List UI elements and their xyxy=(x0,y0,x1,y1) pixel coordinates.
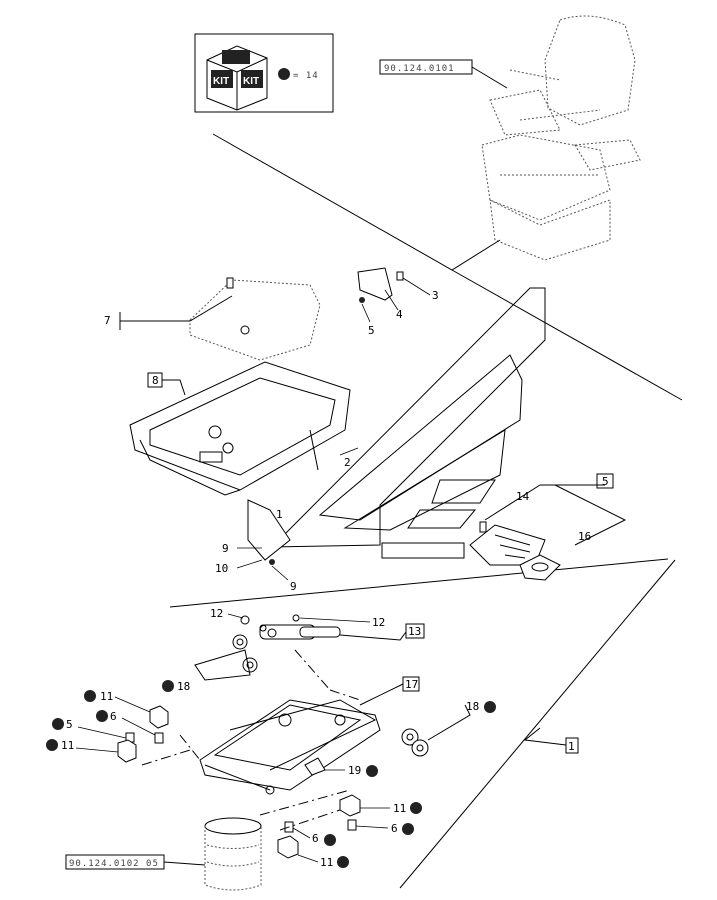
callout-17: 17 xyxy=(405,678,418,691)
seat-frame: 8 2 1 9 10 9 xyxy=(129,361,359,593)
kit-label-left: KIT xyxy=(213,76,229,87)
callout-10: 10 xyxy=(215,562,228,575)
kit-box: KIT KIT = 14 xyxy=(194,33,334,113)
seat-ref-label: 90.124.0101 xyxy=(384,64,455,74)
divider-line-right xyxy=(451,269,683,401)
callout-11-b: 11 xyxy=(61,739,74,752)
cover-plate: 7 xyxy=(104,277,321,361)
callout-1-frame: 1 xyxy=(276,508,283,521)
callout-11-a: 11 xyxy=(100,690,113,703)
callout-9-right: 9 xyxy=(290,580,297,593)
bushings-group: 11 6 5 11 11 6 6 11 xyxy=(46,649,422,869)
control-module: 5 14 16 xyxy=(469,473,627,581)
callout-6-b: 6 xyxy=(391,822,398,835)
callout-18-left: 18 xyxy=(177,680,190,693)
seat-reference: 90.124.0101 xyxy=(379,15,641,261)
gas-spring: 12 12 13 xyxy=(210,607,425,641)
leader-1 xyxy=(523,727,567,746)
bracket-group: 3 4 5 xyxy=(357,267,439,337)
callout-6-a: 6 xyxy=(110,710,117,723)
callout-9-left: 9 xyxy=(222,542,229,555)
callout-11-c: 11 xyxy=(393,802,406,815)
scissor-base: 17 19 xyxy=(199,676,420,795)
rollers: 18 18 xyxy=(162,634,496,757)
seat-outline-icon xyxy=(481,15,641,261)
callout-4: 4 xyxy=(396,308,403,321)
air-spring-ref-label: 90.124.0102 05 xyxy=(69,859,159,869)
callout-12-left: 12 xyxy=(210,607,223,620)
kit-bullet-icon xyxy=(278,68,290,80)
kit-package-icon: KIT KIT xyxy=(206,45,268,111)
callout-13: 13 xyxy=(408,625,421,638)
divider-line-bottom xyxy=(399,559,676,889)
air-spring: 90.124.0102 05 xyxy=(65,817,262,891)
section-chevrons xyxy=(270,287,546,559)
callout-5-module: 5 xyxy=(602,475,609,488)
callout-5-top: 5 xyxy=(368,324,375,337)
callout-5-lower: 5 xyxy=(66,718,73,731)
kit-label-right: KIT xyxy=(243,76,259,87)
callout-18-right: 18 xyxy=(466,700,479,713)
callout-11-d: 11 xyxy=(320,856,333,869)
callout-6-c: 6 xyxy=(312,832,319,845)
callout-1: 1 xyxy=(568,740,575,753)
callout-14: 14 xyxy=(516,490,530,503)
divider-line-middle xyxy=(169,558,669,608)
callout-3: 3 xyxy=(432,289,439,302)
kit-equals: = 14 xyxy=(293,71,319,81)
divider-line-top xyxy=(212,133,501,271)
callout-8: 8 xyxy=(152,374,159,387)
callout-19: 19 xyxy=(348,764,361,777)
callout-12-right: 12 xyxy=(372,616,385,629)
callout-16: 16 xyxy=(578,530,591,543)
callout-7: 7 xyxy=(104,314,111,327)
callout-2: 2 xyxy=(344,456,351,469)
